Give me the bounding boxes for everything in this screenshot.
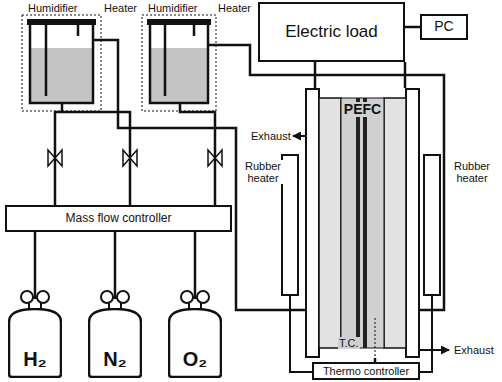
controller-box: Thermo controller <box>312 362 420 380</box>
flow-controller-box: Mass flow controller <box>5 205 232 232</box>
humidifier-vessel <box>22 15 101 111</box>
cell-stack <box>305 88 420 358</box>
gas-cylinder: O₂ <box>168 308 222 378</box>
part-label: Heater <box>104 2 137 14</box>
gas-label: O₂ <box>183 348 207 370</box>
gas-cylinder: H₂ <box>8 308 62 378</box>
node-label: Electric load <box>285 23 378 42</box>
part-label: Exhaust <box>453 344 495 356</box>
node-label: PC <box>434 19 453 34</box>
connector-line <box>34 232 37 308</box>
gas-label: H₂ <box>23 348 46 370</box>
node-label: Thermo controller <box>323 365 409 377</box>
humidifier-vessel <box>142 15 216 111</box>
gas-cylinder: N₂ <box>88 308 142 378</box>
part-label: Humidifier <box>148 2 198 14</box>
part-label: Exhaust <box>250 130 292 142</box>
pc-box: PC <box>420 14 468 40</box>
cylinder-cap <box>21 291 209 310</box>
connector-line <box>405 26 420 29</box>
part-label: Rubber heater <box>242 160 284 184</box>
load-box: Electric load <box>258 2 405 62</box>
part-label: T.C. <box>338 337 360 349</box>
part-label: Heater <box>218 2 251 14</box>
gas-label: N₂ <box>103 348 126 370</box>
part-label: Humidifier <box>28 2 78 14</box>
part-label: Rubber heater <box>448 160 496 184</box>
connector-line <box>194 232 197 308</box>
node-label: PEFC <box>342 102 383 117</box>
valve-symbol <box>48 150 222 166</box>
fuel-cell: PEFC <box>305 88 420 358</box>
connector-line <box>114 232 117 308</box>
node-label: Mass flow controller <box>65 212 171 225</box>
